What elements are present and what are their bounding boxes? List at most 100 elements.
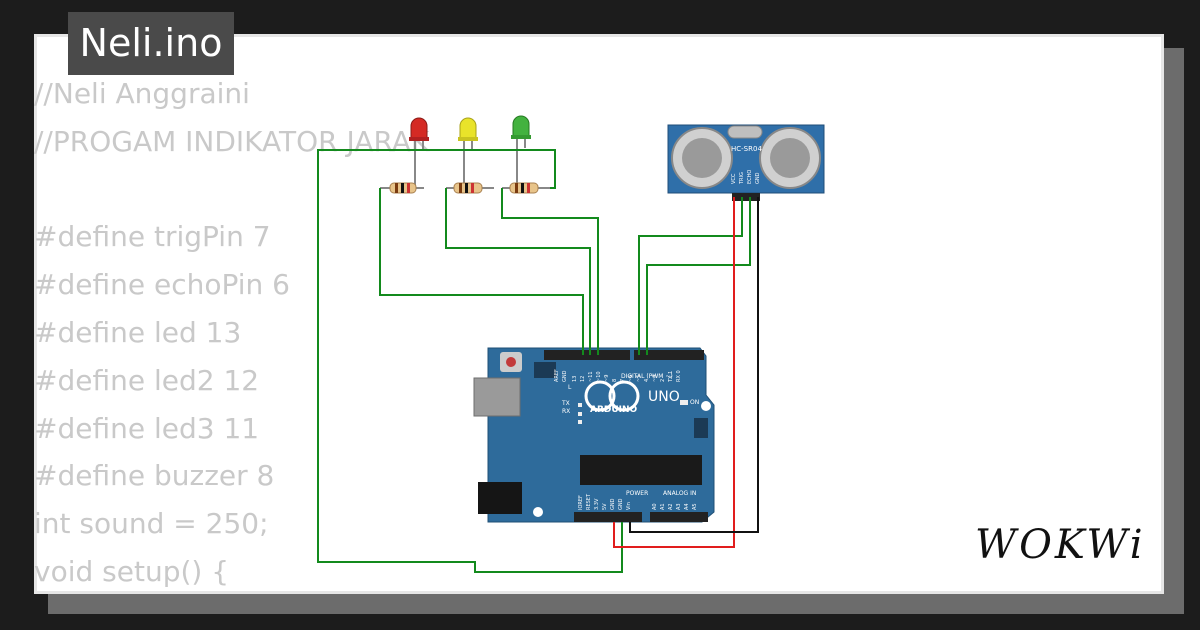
led-l <box>578 403 582 407</box>
pin-label: RESET <box>586 493 592 510</box>
l-label: L <box>568 384 572 391</box>
led-on <box>680 400 688 405</box>
project-title[interactable]: Neli.ino <box>68 12 234 75</box>
code-preview: //Neli Anggraini //PROGAM INDIKATOR JARA… <box>34 70 429 596</box>
pin-label: A4 <box>684 503 690 510</box>
code-line: int sound = 250; <box>34 507 269 541</box>
code-line: #define led 13 <box>34 315 242 349</box>
on-label: ON <box>690 399 699 406</box>
sensor-crystal <box>727 125 763 139</box>
pin-label: 5V <box>602 503 608 510</box>
led-yellow[interactable] <box>458 117 478 188</box>
hc-sr04-sensor[interactable]: HC-SR04 VCC TRIG ECHO GND <box>667 124 825 201</box>
icsp-header <box>534 362 556 378</box>
sensor-pin-trig: TRIG <box>739 172 745 185</box>
led-tx <box>578 412 582 416</box>
code-line: #define buzzer 8 <box>34 459 275 493</box>
pin-label: GND <box>618 498 624 510</box>
wire-led-common[interactable] <box>423 149 556 189</box>
sensor-mesh-left <box>682 138 722 178</box>
wire-vcc-5v[interactable] <box>613 197 735 548</box>
wire-echo-pin6[interactable] <box>646 197 751 355</box>
pin-label: 3.3V <box>594 498 600 510</box>
pin-label: ~11 <box>588 371 594 382</box>
code-line: #define trigPin 7 <box>34 220 271 254</box>
digital-label: DIGITAL (PWM ~) <box>621 373 673 380</box>
pin-label: ~10 <box>596 371 602 382</box>
icsp-header-2 <box>694 418 708 438</box>
pin-label: A0 <box>652 503 658 510</box>
reset-button-cap[interactable] <box>506 357 516 367</box>
wire-led3-pin11[interactable] <box>501 188 599 355</box>
pin-label: A5 <box>692 503 698 510</box>
wire-trig-pin7[interactable] <box>638 197 743 355</box>
code-line: #define led2 12 <box>34 363 260 397</box>
board-brand: ARDUINO <box>590 405 638 415</box>
pin-label: 13 <box>572 376 578 382</box>
pin-label: Vin <box>626 502 632 510</box>
pin-label: 8 <box>612 379 618 382</box>
pin-label: ~6 <box>628 375 634 382</box>
wire-ground[interactable] <box>317 149 623 573</box>
wokwi-logo: WOKWi <box>975 522 1146 568</box>
pin-label: A3 <box>676 503 682 510</box>
pin-label: ~5 <box>636 375 642 382</box>
atmega-chip <box>580 455 702 485</box>
led-rx <box>578 420 582 424</box>
sensor-pin-echo: ECHO <box>747 170 753 184</box>
code-line: #define led3 11 <box>34 411 260 445</box>
pin-label: 12 <box>580 376 586 382</box>
code-line: void setup() { <box>34 554 230 588</box>
header-top-right <box>634 350 704 360</box>
arduino-logo-right <box>608 380 640 412</box>
mount-hole <box>701 401 711 411</box>
pin-label: GND <box>610 498 616 510</box>
code-line: #define echoPin 6 <box>34 268 290 302</box>
wire-led1-pin13[interactable] <box>379 188 584 355</box>
sensor-pin-gnd: GND <box>755 172 761 184</box>
analog-label: ANALOG IN <box>663 490 696 497</box>
led-green[interactable] <box>511 115 531 188</box>
sensor-mesh-right <box>770 138 810 178</box>
power-label: POWER <box>626 490 648 497</box>
sensor-name: HC-SR04 <box>731 145 762 153</box>
arduino-uno-board[interactable]: ARDUINO UNO DIGITAL (PWM ~) POWER ANALOG… <box>473 347 715 523</box>
resistor-3[interactable] <box>502 182 550 194</box>
aref-label: AREF <box>554 369 560 382</box>
header-power <box>574 512 642 522</box>
code-line: //Neli Anggraini <box>34 77 250 110</box>
rx-label: RX <box>562 408 570 415</box>
sensor-pin-vcc: VCC <box>731 173 737 184</box>
pin-label: 7 <box>620 379 626 382</box>
pin-label: 2 <box>660 379 666 382</box>
pin-label: A2 <box>668 503 674 510</box>
pin-label: ~9 <box>604 375 610 382</box>
wires <box>317 149 759 573</box>
pin-label: A1 <box>660 503 666 510</box>
resistor-2[interactable] <box>446 182 494 194</box>
mount-hole <box>533 507 543 517</box>
pin-label: 4 <box>644 379 650 382</box>
wire-led2-pin12[interactable] <box>445 188 591 355</box>
board-model: UNO <box>648 389 680 405</box>
pin-label: ~3 <box>652 375 658 382</box>
header-analog <box>650 512 708 522</box>
usb-port <box>473 377 521 417</box>
sensor-header <box>732 193 760 201</box>
power-jack <box>478 482 522 514</box>
arduino-logo-left <box>584 380 616 412</box>
tx-label: TX <box>561 400 570 407</box>
header-top-left <box>544 350 630 360</box>
pin-label: IOREF <box>578 495 584 510</box>
led-red[interactable] <box>409 117 429 190</box>
code-line: //PROGAM INDIKATOR JARAK <box>34 124 430 158</box>
gnd-label: GND <box>562 370 568 382</box>
resistor-1[interactable] <box>380 182 424 194</box>
wire-gnd[interactable] <box>629 197 759 533</box>
pin-label: RX 0 <box>676 370 682 382</box>
pin-label: TX 1 <box>668 371 674 383</box>
